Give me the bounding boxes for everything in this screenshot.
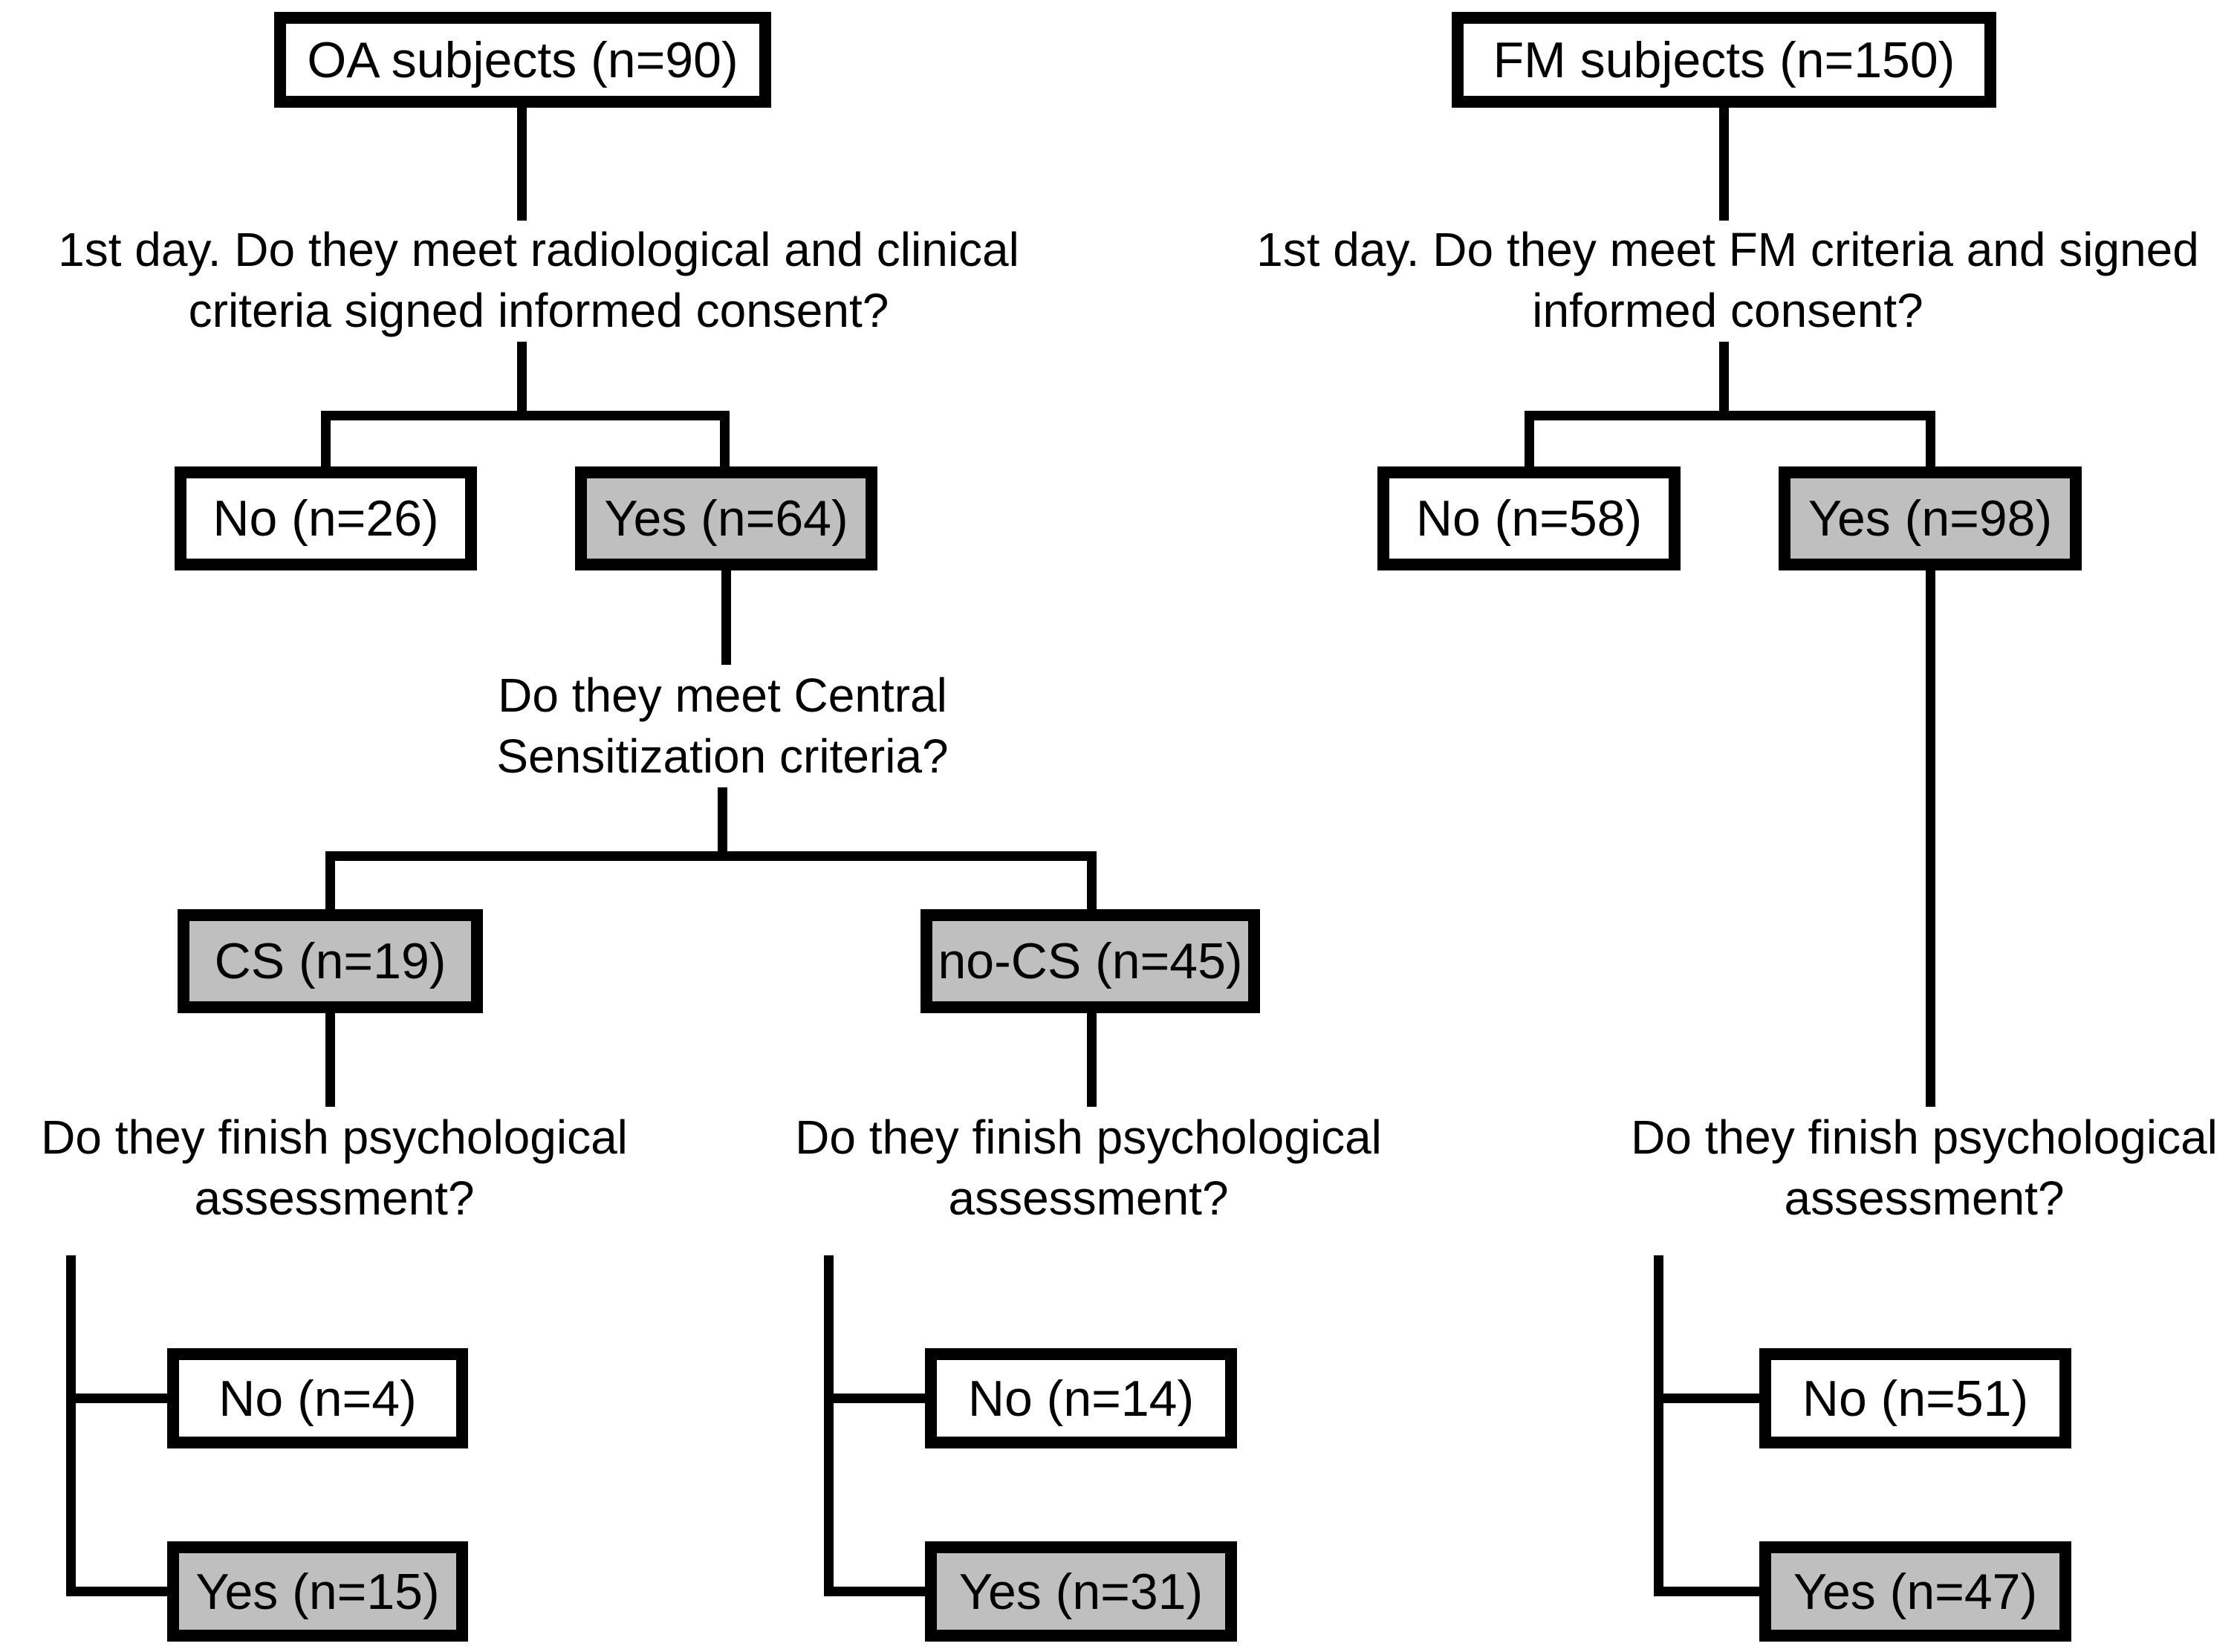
question-line: Do they finish psychological xyxy=(1631,1110,2218,1164)
nocs-q-psych: Do they finish psychological assessment? xyxy=(758,1107,1419,1229)
cs-bracket-v xyxy=(66,1255,76,1596)
fm-bar1 xyxy=(1525,411,1935,420)
nocs-bracket-v xyxy=(824,1255,834,1596)
fm-q-consent: 1st day. Do they meet FM criteria and si… xyxy=(1218,219,2237,341)
nocs-yes-box: Yes (n=31) xyxy=(925,1541,1237,1642)
oa-root-box: OA subjects (n=90) xyxy=(274,12,771,108)
question-line: 1st day. Do they meet radiological and c… xyxy=(58,223,1019,276)
nocs-no-box: No (n=14) xyxy=(925,1348,1237,1448)
cs-yes-box: Yes (n=15) xyxy=(167,1541,468,1642)
question-line: assessment? xyxy=(948,1171,1229,1225)
question-line: assessment? xyxy=(1784,1171,2065,1225)
cs-box: CS (n=19) xyxy=(178,909,483,1013)
oa-yes-line xyxy=(721,570,731,665)
fm-q-psych: Do they finish psychological assessment? xyxy=(1594,1107,2237,1229)
nocs-line xyxy=(1087,1013,1097,1107)
question-line: 1st day. Do they meet FM criteria and si… xyxy=(1256,223,2199,276)
fm-stub-yes xyxy=(1654,1587,1769,1596)
question-line: Do they finish psychological xyxy=(41,1110,628,1164)
fm-root-line xyxy=(1719,108,1729,221)
fm-long-line xyxy=(1926,570,1935,1107)
oa-bar2 xyxy=(325,851,1097,861)
fm-drop-yes xyxy=(1926,411,1935,466)
question-line: informed consent? xyxy=(1532,284,1923,337)
nocs-stub-no xyxy=(824,1394,935,1403)
oa-bar1 xyxy=(321,411,730,420)
cs-q-psych: Do they finish psychological assessment? xyxy=(4,1107,665,1229)
question-line: Do they meet Central xyxy=(498,669,947,722)
oa-yes-box: Yes (n=64) xyxy=(575,466,877,570)
oa-root-line xyxy=(517,108,527,221)
cs-stub-no xyxy=(66,1394,178,1403)
oa-drop-no xyxy=(321,411,331,466)
oa-drop-yes xyxy=(720,411,730,466)
fm-root-box: FM subjects (n=150) xyxy=(1452,12,1996,108)
oa-drop-nocs xyxy=(1087,851,1097,909)
fm-yes2-box: Yes (n=47) xyxy=(1759,1541,2071,1642)
oa-q-consent: 1st day. Do they meet radiological and c… xyxy=(0,219,1077,341)
fm-yes-box: Yes (n=98) xyxy=(1779,466,2082,570)
fm-no2-box: No (n=51) xyxy=(1759,1348,2071,1448)
fm-bracket-v xyxy=(1654,1255,1663,1596)
oa-q2-line xyxy=(718,787,727,851)
question-line: criteria signed informed consent? xyxy=(188,284,889,337)
oa-q-cs: Do they meet Central Sensitization crite… xyxy=(383,665,1062,787)
fm-q1-line xyxy=(1719,342,1729,416)
fm-stub-no xyxy=(1654,1394,1769,1403)
cs-no-box: No (n=4) xyxy=(167,1348,468,1448)
oa-no-box: No (n=26) xyxy=(175,466,477,570)
nocs-box: no-CS (n=45) xyxy=(921,909,1260,1013)
cs-line xyxy=(325,1013,335,1107)
question-line: assessment? xyxy=(194,1171,475,1225)
question-line: Sensitization criteria? xyxy=(496,729,949,783)
fm-no-box: No (n=58) xyxy=(1377,466,1681,570)
oa-drop-cs xyxy=(325,851,335,909)
fm-drop-no xyxy=(1525,411,1534,466)
oa-q1-line xyxy=(517,342,527,416)
question-line: Do they finish psychological xyxy=(795,1110,1382,1164)
nocs-stub-yes xyxy=(824,1587,935,1596)
cs-stub-yes xyxy=(66,1587,178,1596)
